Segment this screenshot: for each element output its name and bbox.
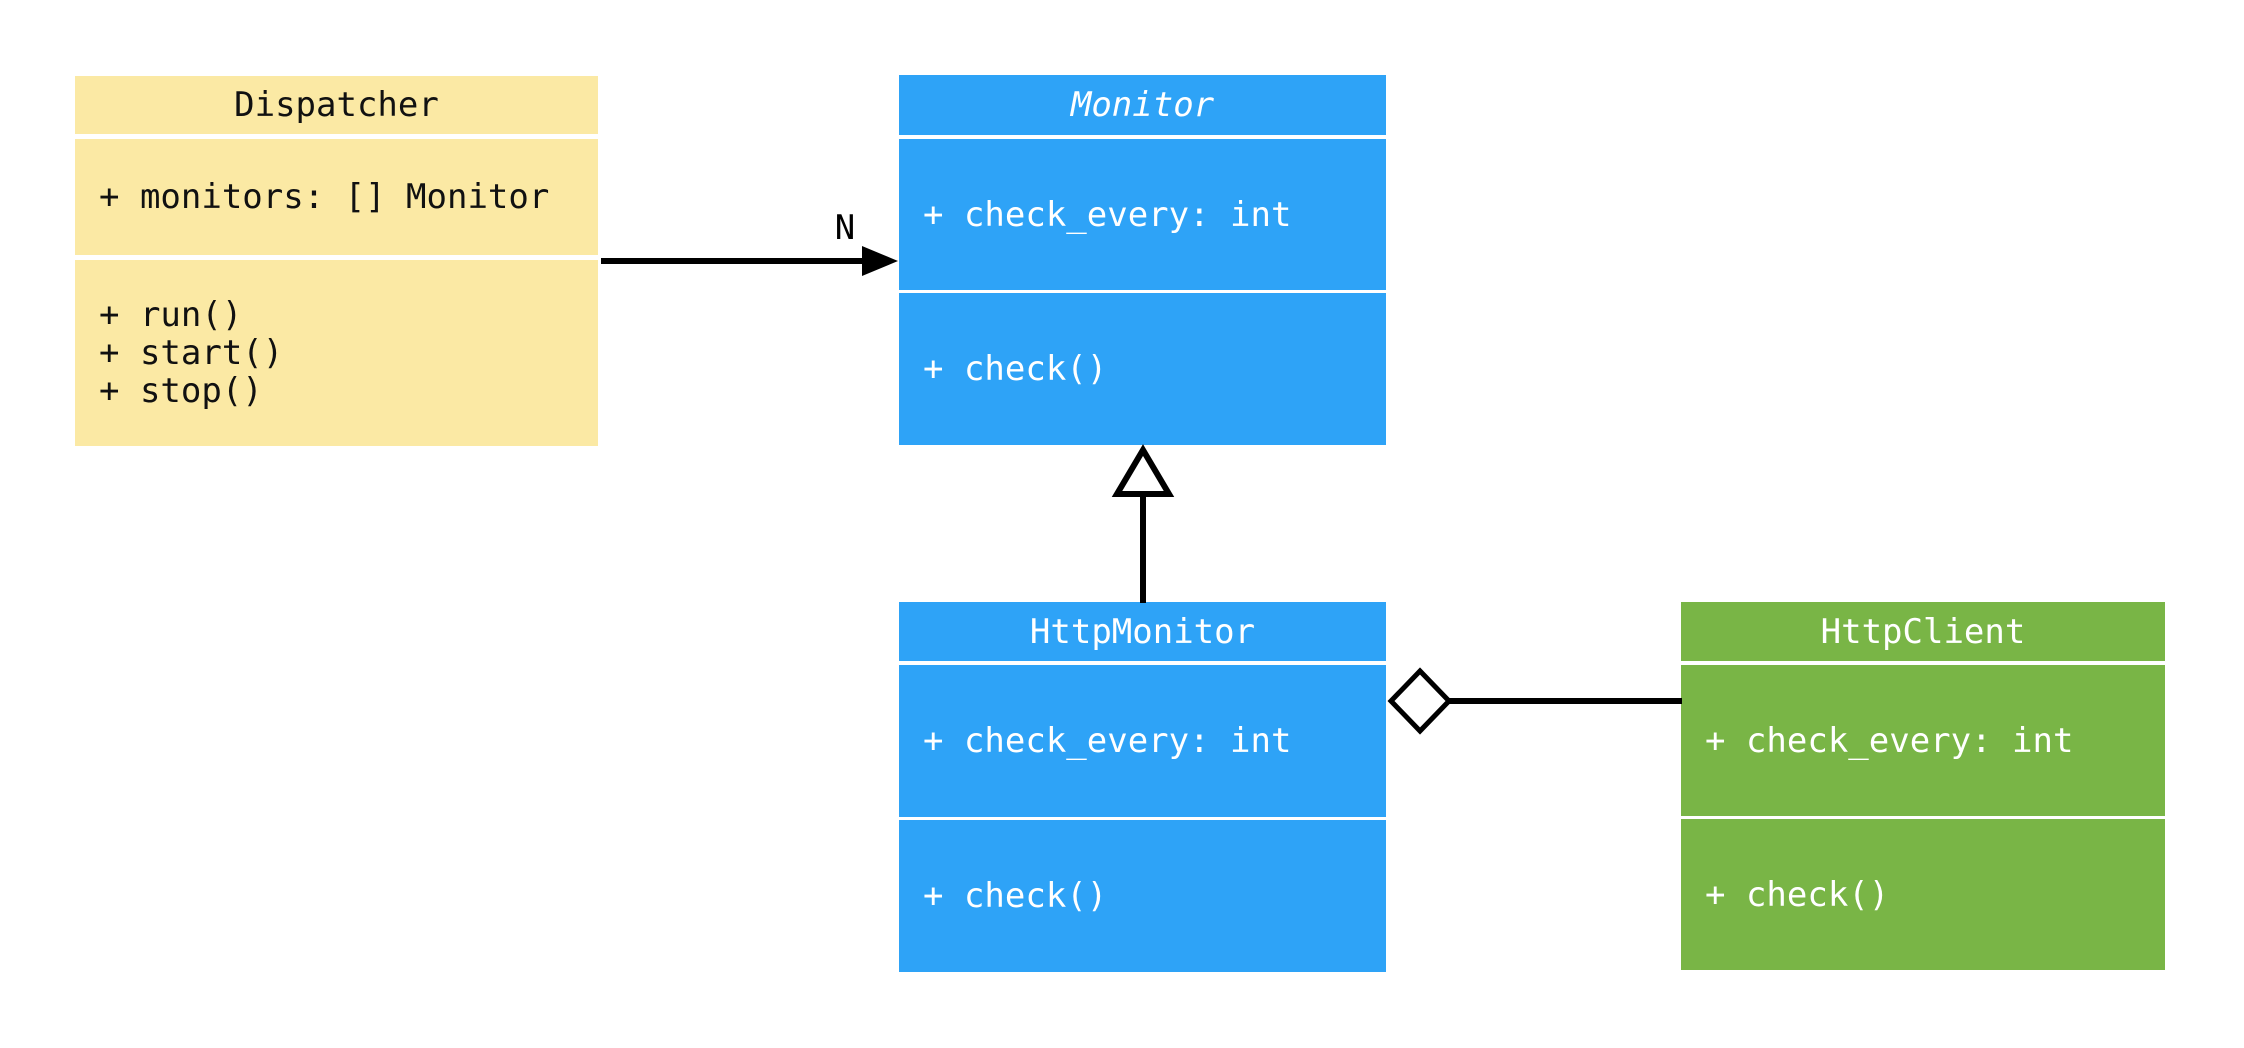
method-line: + check() [923, 349, 1108, 389]
method-line: + stop() [99, 371, 263, 411]
attribute-line: + monitors: [] Monitor [99, 177, 550, 217]
method-line: + start() [99, 333, 284, 373]
method-line: + check() [923, 876, 1108, 916]
attribute-line: + check_every: int [1705, 720, 2074, 761]
methods-section-dispatcher: + run() + start() + stop() [75, 260, 598, 446]
aggregation-httpmonitor-httpclient[interactable] [1387, 667, 1682, 735]
class-title-httpmonitor: HttpMonitor [899, 602, 1386, 661]
class-box-httpmonitor[interactable]: HttpMonitor + check_every: int + check() [899, 602, 1386, 972]
association-dispatcher-monitor[interactable] [601, 246, 898, 276]
methods-section-httpclient: + check() [1681, 819, 2165, 970]
attribute-line: + check_every: int [923, 194, 1292, 235]
method-line: + check() [1705, 874, 1890, 915]
hollow-triangle-arrowhead-icon [1111, 444, 1175, 497]
attributes-section-dispatcher: + monitors: [] Monitor [75, 139, 598, 255]
methods-section-monitor: + check() [899, 293, 1386, 445]
class-box-dispatcher[interactable]: Dispatcher + monitors: [] Monitor + run(… [75, 76, 598, 446]
generalization-httpmonitor-monitor[interactable] [1111, 444, 1175, 603]
class-box-httpclient[interactable]: HttpClient + check_every: int + check() [1681, 602, 2165, 970]
attributes-section-monitor: + check_every: int [899, 139, 1386, 290]
class-box-monitor[interactable]: Monitor + check_every: int + check() [899, 75, 1386, 445]
filled-arrowhead-icon [862, 246, 898, 276]
hollow-diamond-icon [1387, 667, 1453, 735]
attributes-section-httpmonitor: + check_every: int [899, 665, 1386, 817]
class-title-dispatcher: Dispatcher [75, 76, 598, 134]
association-multiplicity-label: N [834, 208, 856, 248]
class-title-httpclient: HttpClient [1681, 602, 2165, 661]
class-title-monitor: Monitor [899, 75, 1386, 135]
methods-section-httpmonitor: + check() [899, 820, 1386, 972]
attributes-section-httpclient: + check_every: int [1681, 665, 2165, 816]
attribute-line: + check_every: int [923, 721, 1292, 761]
method-line: + run() [99, 295, 243, 335]
